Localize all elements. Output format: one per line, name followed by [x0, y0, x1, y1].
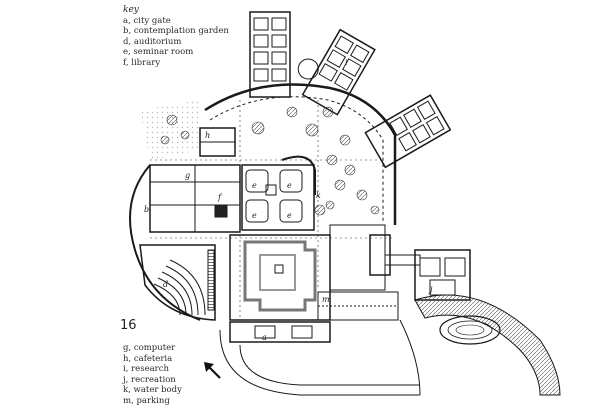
north-arrow-icon: [204, 362, 220, 378]
central-courtyard: [230, 235, 330, 320]
plan-label-a: a: [262, 333, 267, 342]
wing-right: [365, 95, 450, 167]
plan-label-d: d: [163, 280, 168, 289]
plan-label-e3: e: [252, 211, 257, 220]
contemplation-garden-curve: [130, 165, 200, 320]
plan-label-b: b: [144, 205, 149, 214]
recreation-oval: [440, 316, 500, 344]
curved-arcade-outer: [205, 84, 395, 225]
plan-label-m: m: [322, 295, 330, 304]
plan-label-i: i: [345, 58, 348, 67]
access-road-curve: [400, 320, 420, 395]
plan-label-h: h: [205, 131, 210, 140]
plan-label-f: f: [217, 193, 223, 202]
plan-label-g: g: [185, 171, 190, 180]
plan-label-k: k: [316, 191, 321, 200]
garden-area: [140, 100, 200, 160]
plan-label-e4: e: [287, 211, 292, 220]
east-connection: [330, 225, 470, 300]
recreation-track: [415, 295, 560, 395]
access-road-inner: [240, 345, 420, 385]
plan-label-e2: e: [287, 181, 292, 190]
plan-label-j: j: [428, 285, 433, 294]
curved-arcade-inner: [210, 97, 383, 222]
city-gate: [230, 322, 330, 342]
plan-label-e1: e: [252, 181, 257, 190]
